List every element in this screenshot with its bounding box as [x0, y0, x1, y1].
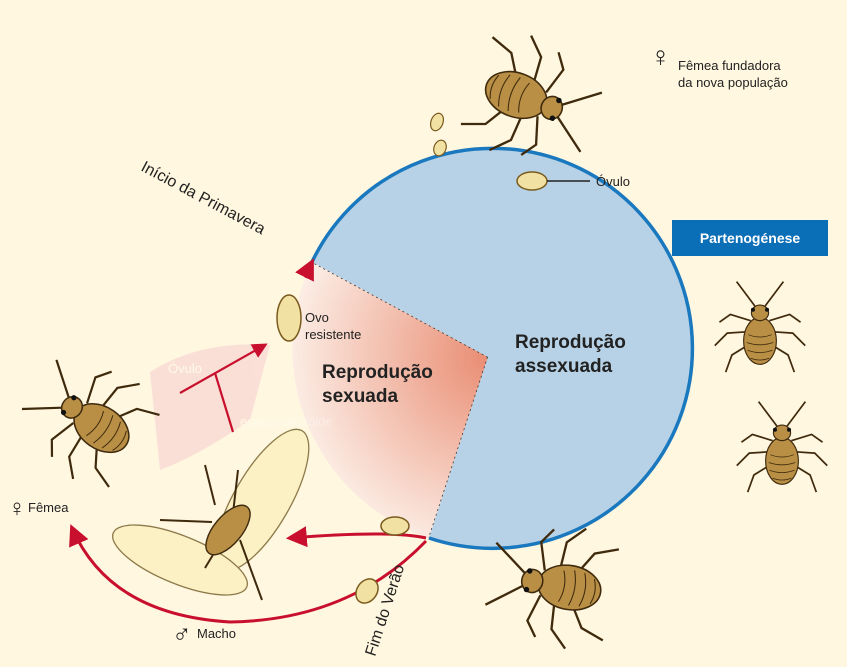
ovule-label: Óvulo: [596, 174, 630, 189]
resistant-egg: [277, 295, 301, 341]
female-founder-label-line2: da nova população: [678, 75, 788, 90]
summer-egg-1: [381, 517, 409, 535]
asexual-reproduction-subtitle: assexuada: [515, 356, 613, 377]
resistant-egg-label-line2: resistente: [305, 327, 361, 342]
faded-ovule-label: Óvulo: [168, 361, 202, 376]
female-founder-symbol-icon: ♀: [650, 41, 671, 72]
resistant-egg-label-line1: Ovo: [305, 310, 329, 325]
ovule-egg: [517, 172, 547, 190]
sexual-reproduction-title: Reprodução: [322, 362, 433, 383]
female-founder-label-line1: Fêmea fundadora: [678, 58, 781, 73]
faded-sperm-label: espermatozoide: [240, 414, 333, 429]
male-symbol-icon: ♂: [172, 619, 192, 649]
female-label: Fêmea: [28, 500, 69, 515]
sexual-reproduction-subtitle: sexuada: [322, 386, 398, 407]
parthenogenesis-label: Partenogénese: [700, 230, 801, 246]
female-symbol-icon: ♀: [8, 495, 26, 522]
asexual-reproduction-title: Reprodução: [515, 332, 626, 353]
male-label: Macho: [197, 626, 236, 641]
